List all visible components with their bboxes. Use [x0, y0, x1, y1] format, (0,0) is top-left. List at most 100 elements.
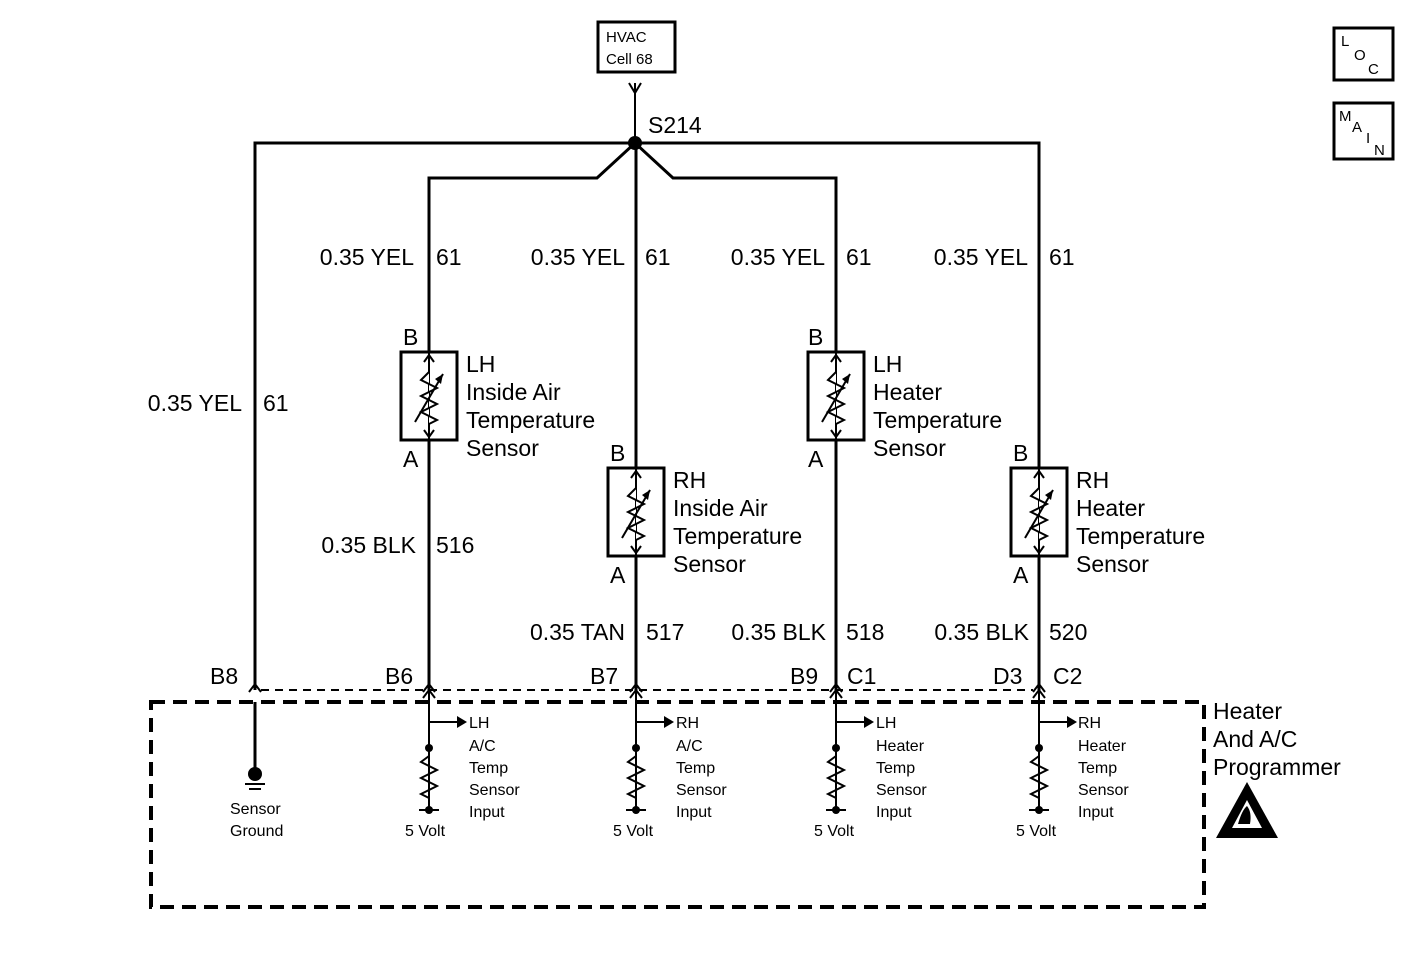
wire-gauge: 0.35 YEL	[320, 244, 414, 270]
main-letter-n: N	[1374, 142, 1385, 159]
wire-circuit: 518	[846, 619, 884, 645]
module-input-lh-ac: LH A/C Temp Sensor Input 5 Volt	[405, 689, 520, 840]
sensor-name-1: LH	[873, 351, 902, 377]
loc-letter-c: C	[1368, 61, 1379, 78]
wire-label-b8-feed: 0.35 YEL 61	[148, 390, 289, 416]
input-line-2: A/C	[469, 738, 496, 755]
pin-label-b7: B7	[590, 663, 618, 689]
wire-gauge: 0.35 BLK	[321, 532, 416, 558]
module-input-rh-heater: RH Heater Temp Sensor Input 5 Volt	[1016, 689, 1129, 840]
input-line-1: LH	[469, 715, 489, 732]
pin-b: B	[808, 324, 823, 350]
sensor-name-2: Heater	[873, 379, 942, 405]
pin-a: A	[1013, 562, 1029, 588]
wire-label-feed-2: 0.35 YEL 61	[531, 244, 671, 270]
wire-circuit: 61	[645, 244, 671, 270]
pull-up-resistor-icon	[625, 689, 675, 815]
sensor-ground: Sensor Ground	[230, 702, 283, 840]
input-line-4: Sensor	[876, 782, 927, 799]
main-letter-m: M	[1339, 108, 1352, 125]
wire-gauge: 0.35 BLK	[731, 619, 826, 645]
module-outline	[149, 700, 1206, 909]
input-supply: 5 Volt	[1016, 823, 1057, 840]
sensor-name-2: Heater	[1076, 495, 1145, 521]
pin-label-b9: B9	[790, 663, 818, 689]
module-name-1: Heater	[1213, 698, 1282, 724]
wire-gauge: 0.35 YEL	[934, 244, 1028, 270]
input-line-4: Sensor	[1078, 782, 1129, 799]
lh-inside-air-temperature-sensor[interactable]: B A LH Inside Air Temperature Sensor	[399, 324, 595, 472]
loc-letter-o: O	[1354, 47, 1366, 64]
sensor-name-4: Sensor	[873, 435, 946, 461]
pin-label-b6: B6	[385, 663, 413, 689]
pin-label-b8: B8	[210, 663, 238, 689]
thermistor-icon	[399, 350, 459, 442]
input-line-4: Sensor	[469, 782, 520, 799]
sensor-ground-line2: Ground	[230, 823, 283, 840]
input-line-2: Heater	[1078, 738, 1127, 755]
wire-label-feed-4: 0.35 YEL 61	[934, 244, 1075, 270]
pull-up-resistor-icon	[1028, 689, 1078, 815]
sensor-name-1: LH	[466, 351, 495, 377]
main-button[interactable]: M A I N	[1332, 101, 1395, 161]
pin-b: B	[1013, 440, 1028, 466]
pin-label-c2: C2	[1053, 663, 1082, 689]
pin-b: B	[610, 440, 625, 466]
pin-a: A	[403, 446, 419, 472]
input-line-3: Temp	[1078, 760, 1117, 777]
rh-heater-temperature-sensor[interactable]: B A RH Heater Temperature Sensor	[1009, 440, 1205, 588]
thermistor-icon	[806, 350, 866, 442]
wire-gauge: 0.35 YEL	[731, 244, 825, 270]
input-line-3: Temp	[676, 760, 715, 777]
input-line-4: Sensor	[676, 782, 727, 799]
wire-label-516: 0.35 BLK 516	[321, 532, 474, 558]
loc-letter-l: L	[1341, 33, 1349, 50]
sensor-name-1: RH	[673, 467, 706, 493]
rh-inside-air-temperature-sensor[interactable]: B A RH Inside Air Temperature Sensor	[606, 440, 802, 588]
sensor-name-3: Temperature	[466, 407, 595, 433]
wire-label-feed-1: 0.35 YEL 61	[320, 244, 462, 270]
wire-gauge: 0.35 YEL	[148, 390, 242, 416]
loc-button[interactable]: L O C	[1332, 26, 1395, 82]
sensor-name-4: Sensor	[673, 551, 746, 577]
wire-label-520: 0.35 BLK 520	[934, 619, 1087, 645]
wire-gauge: 0.35 YEL	[531, 244, 625, 270]
sensor-name-3: Temperature	[873, 407, 1002, 433]
wire-circuit: 61	[846, 244, 872, 270]
wire-gauge: 0.35 TAN	[530, 619, 625, 645]
wire-circuit: 61	[436, 244, 462, 270]
sensor-ground-line1: Sensor	[230, 801, 281, 818]
ground-icon	[248, 767, 262, 781]
connector-pins: B8 B6 B7 B9 C1 D3 C2	[210, 663, 1082, 693]
heater-ac-programmer-module[interactable]: Heater And A/C Programmer Sensor Ground …	[149, 689, 1341, 909]
input-line-5: Input	[469, 804, 505, 821]
wire-label-518: 0.35 BLK 518	[731, 619, 884, 645]
wire-circuit: 517	[646, 619, 684, 645]
wire-circuit: 61	[263, 390, 289, 416]
sensor-name-2: Inside Air	[466, 379, 561, 405]
sensor-name-4: Sensor	[466, 435, 539, 461]
sensor-name-4: Sensor	[1076, 551, 1149, 577]
pull-up-resistor-icon	[825, 689, 875, 815]
pin-a: A	[610, 562, 626, 588]
pull-up-resistor-icon	[418, 689, 468, 815]
module-input-rh-ac: RH A/C Temp Sensor Input 5 Volt	[613, 689, 727, 840]
module-input-lh-heater: LH Heater Temp Sensor Input 5 Volt	[814, 689, 927, 840]
pin-a: A	[808, 446, 824, 472]
input-line-2: A/C	[676, 738, 703, 755]
module-name-2: And A/C	[1213, 726, 1297, 752]
lh-heater-temperature-sensor[interactable]: B A LH Heater Temperature Sensor	[806, 324, 1002, 472]
input-line-3: Temp	[876, 760, 915, 777]
hvac-ref-line2: Cell 68	[606, 51, 653, 68]
outer-feed-wire	[253, 141, 1041, 690]
sensor-name-3: Temperature	[1076, 523, 1205, 549]
hvac-cell-reference[interactable]: HVAC Cell 68	[596, 20, 677, 74]
wire-label-feed-3: 0.35 YEL 61	[731, 244, 872, 270]
input-supply: 5 Volt	[405, 823, 446, 840]
main-letter-i: I	[1366, 130, 1370, 147]
pin-b: B	[403, 324, 418, 350]
input-line-5: Input	[676, 804, 712, 821]
wire-circuit: 61	[1049, 244, 1075, 270]
wire-gauge: 0.35 BLK	[934, 619, 1029, 645]
